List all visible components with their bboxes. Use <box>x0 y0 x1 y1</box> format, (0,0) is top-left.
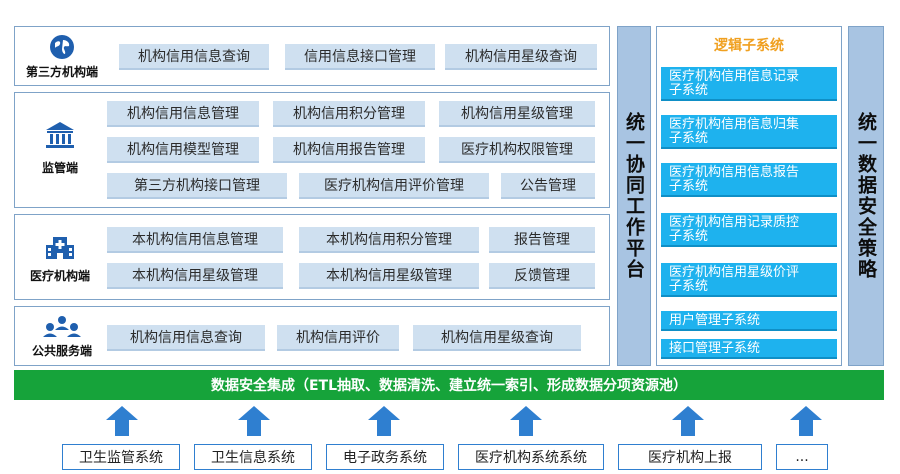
actor-third-party: 第三方机构端 <box>17 31 107 83</box>
module-item[interactable]: 机构信用星级查询 <box>445 44 597 70</box>
up-arrow-icon <box>790 406 822 436</box>
actor-label: 公共服务端 <box>31 344 92 358</box>
hospital-icon <box>45 235 75 261</box>
module-item[interactable]: 机构信用报告管理 <box>273 137 425 163</box>
module-item[interactable]: 机构信用信息查询 <box>107 325 265 351</box>
module-item[interactable]: 本机构信用信息管理 <box>107 227 283 253</box>
source-system[interactable]: 医疗机构系统系统 <box>458 444 604 470</box>
module-item[interactable]: 本机构信用星级管理 <box>299 263 479 289</box>
actor-label: 医疗机构端 <box>29 268 90 283</box>
subsystem-line: 医疗机构信用信息归集 <box>669 117 800 132</box>
source-system[interactable]: 医疗机构上报 <box>618 444 762 470</box>
security-strategy-label: 统一数据安全策略 <box>855 112 877 280</box>
subsystem-item[interactable]: 医疗机构信用信息归集 子系统 <box>661 115 837 149</box>
globe-icon <box>49 34 75 60</box>
subsystem-item[interactable]: 医疗机构信用信息记录 子系统 <box>661 67 837 101</box>
subsystem-line: 子系统 <box>669 83 709 98</box>
logic-subsystem-title: 逻辑子系统 <box>714 38 784 54</box>
module-item[interactable]: 公告管理 <box>501 173 595 199</box>
subsystem-line: 子系统 <box>669 229 709 244</box>
row-public-service: 公共服务端 机构信用信息查询 机构信用评价 机构信用星级查询 <box>14 306 610 366</box>
subsystem-item[interactable]: 医疗机构信用信息报告 子系统 <box>661 163 837 197</box>
up-arrow-icon <box>510 406 542 436</box>
up-arrow-icon <box>368 406 400 436</box>
subsystem-line: 用户管理子系统 <box>669 313 761 328</box>
module-item[interactable]: 机构信用评价 <box>277 325 399 351</box>
source-system[interactable]: 卫生信息系统 <box>194 444 312 470</box>
up-arrow-icon <box>106 406 138 436</box>
module-item[interactable]: 本机构信用积分管理 <box>299 227 479 253</box>
source-system[interactable]: 卫生监管系统 <box>62 444 180 470</box>
source-system-more[interactable]: ... <box>776 444 828 470</box>
module-item[interactable]: 机构信用信息查询 <box>119 44 269 70</box>
people-group-icon <box>42 315 82 339</box>
government-building-icon <box>45 121 75 149</box>
subsystem-line: 医疗机构信用信息记录 <box>669 69 800 84</box>
module-item[interactable]: 医疗机构权限管理 <box>439 137 595 163</box>
row-medical-institution: 医疗机构端 本机构信用信息管理 本机构信用积分管理 报告管理 本机构信用星级管理… <box>14 214 610 300</box>
row-regulator: 监管端 机构信用信息管理 机构信用积分管理 机构信用星级管理 机构信用模型管理 … <box>14 92 610 208</box>
module-item[interactable]: 第三方机构接口管理 <box>107 173 287 199</box>
subsystem-line: 接口管理子系统 <box>669 341 761 356</box>
logic-subsystem-panel: 逻辑子系统 医疗机构信用信息记录 子系统 医疗机构信用信息归集 子系统 医疗机构… <box>656 26 842 366</box>
subsystem-line: 医疗机构信用信息报告 <box>669 165 800 180</box>
module-item[interactable]: 机构信用模型管理 <box>107 137 259 163</box>
module-item[interactable]: 机构信用积分管理 <box>273 101 425 127</box>
actor-medical-institution: 医疗机构端 <box>17 229 103 289</box>
subsystem-item[interactable]: 用户管理子系统 <box>661 311 837 331</box>
security-strategy-column: 统一数据安全策略 <box>848 26 884 366</box>
subsystem-line: 子系统 <box>669 279 709 294</box>
up-arrow-icon <box>238 406 270 436</box>
subsystem-line: 子系统 <box>669 131 709 146</box>
subsystem-line: 医疗机构信用记录质控 <box>669 215 800 230</box>
module-item[interactable]: 机构信用星级管理 <box>439 101 595 127</box>
module-item[interactable]: 报告管理 <box>489 227 595 253</box>
module-item[interactable]: 机构信用星级查询 <box>413 325 581 351</box>
up-arrow-icon <box>672 406 704 436</box>
row-third-party: 第三方机构端 机构信用信息查询 信用信息接口管理 机构信用星级查询 <box>14 26 610 86</box>
module-item[interactable]: 本机构信用星级管理 <box>107 263 283 289</box>
subsystem-item[interactable]: 接口管理子系统 <box>661 339 837 359</box>
actor-regulator: 监管端 <box>17 115 103 181</box>
module-item[interactable]: 信用信息接口管理 <box>285 44 435 70</box>
source-system[interactable]: 电子政务系统 <box>326 444 444 470</box>
subsystem-line: 医疗机构信用星级价评 <box>669 265 800 280</box>
module-item[interactable]: 反馈管理 <box>489 263 595 289</box>
actor-label: 监管端 <box>41 160 78 175</box>
module-item[interactable]: 机构信用信息管理 <box>107 101 259 127</box>
data-integration-bar: 数据安全集成（ETL抽取、数据清洗、建立统一索引、形成数据分项资源池） <box>14 370 884 400</box>
subsystem-item[interactable]: 医疗机构信用记录质控 子系统 <box>661 213 837 247</box>
collab-platform-column: 统一协同工作平台 <box>617 26 651 366</box>
actor-public-service: 公共服务端 <box>17 311 107 363</box>
subsystem-item[interactable]: 医疗机构信用星级价评 子系统 <box>661 263 837 297</box>
module-item[interactable]: 医疗机构信用评价管理 <box>299 173 489 199</box>
subsystem-line: 子系统 <box>669 179 709 194</box>
collab-platform-label: 统一协同工作平台 <box>623 112 645 280</box>
actor-label: 第三方机构端 <box>25 65 98 79</box>
